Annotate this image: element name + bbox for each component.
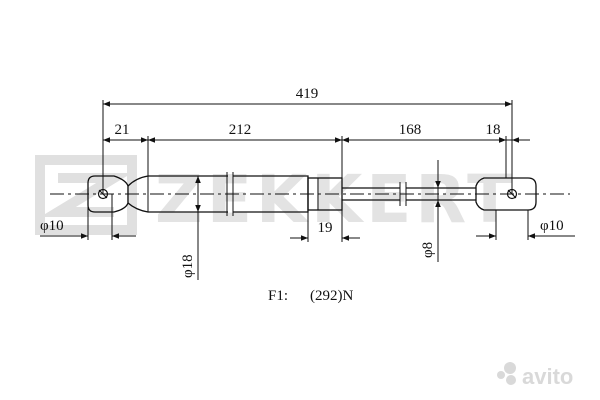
overall-length-label: 419 bbox=[296, 86, 319, 102]
right-eye-diameter-label: φ10 bbox=[540, 218, 564, 234]
force-value: (292)N bbox=[310, 288, 353, 304]
rod-diameter-label: φ8 bbox=[420, 242, 436, 258]
right-end-length-label: 18 bbox=[486, 122, 501, 138]
main-body-length-label: 212 bbox=[229, 122, 252, 138]
body-diameter-label: φ18 bbox=[180, 254, 196, 278]
brand-logo-icon bbox=[35, 155, 137, 235]
avito-watermark: avito bbox=[497, 362, 573, 389]
left-eye-diameter-label: φ10 bbox=[40, 218, 64, 234]
brand-watermark: ZEKKERT bbox=[35, 155, 512, 238]
collar-length-label: 19 bbox=[318, 220, 333, 236]
rod-length-label: 168 bbox=[399, 122, 422, 138]
force-label: F1: bbox=[268, 288, 288, 304]
left-end-length-label: 21 bbox=[115, 122, 130, 138]
cylinder-body bbox=[127, 172, 343, 216]
avito-watermark-text: avito bbox=[522, 364, 573, 389]
piston-rod bbox=[342, 182, 476, 206]
